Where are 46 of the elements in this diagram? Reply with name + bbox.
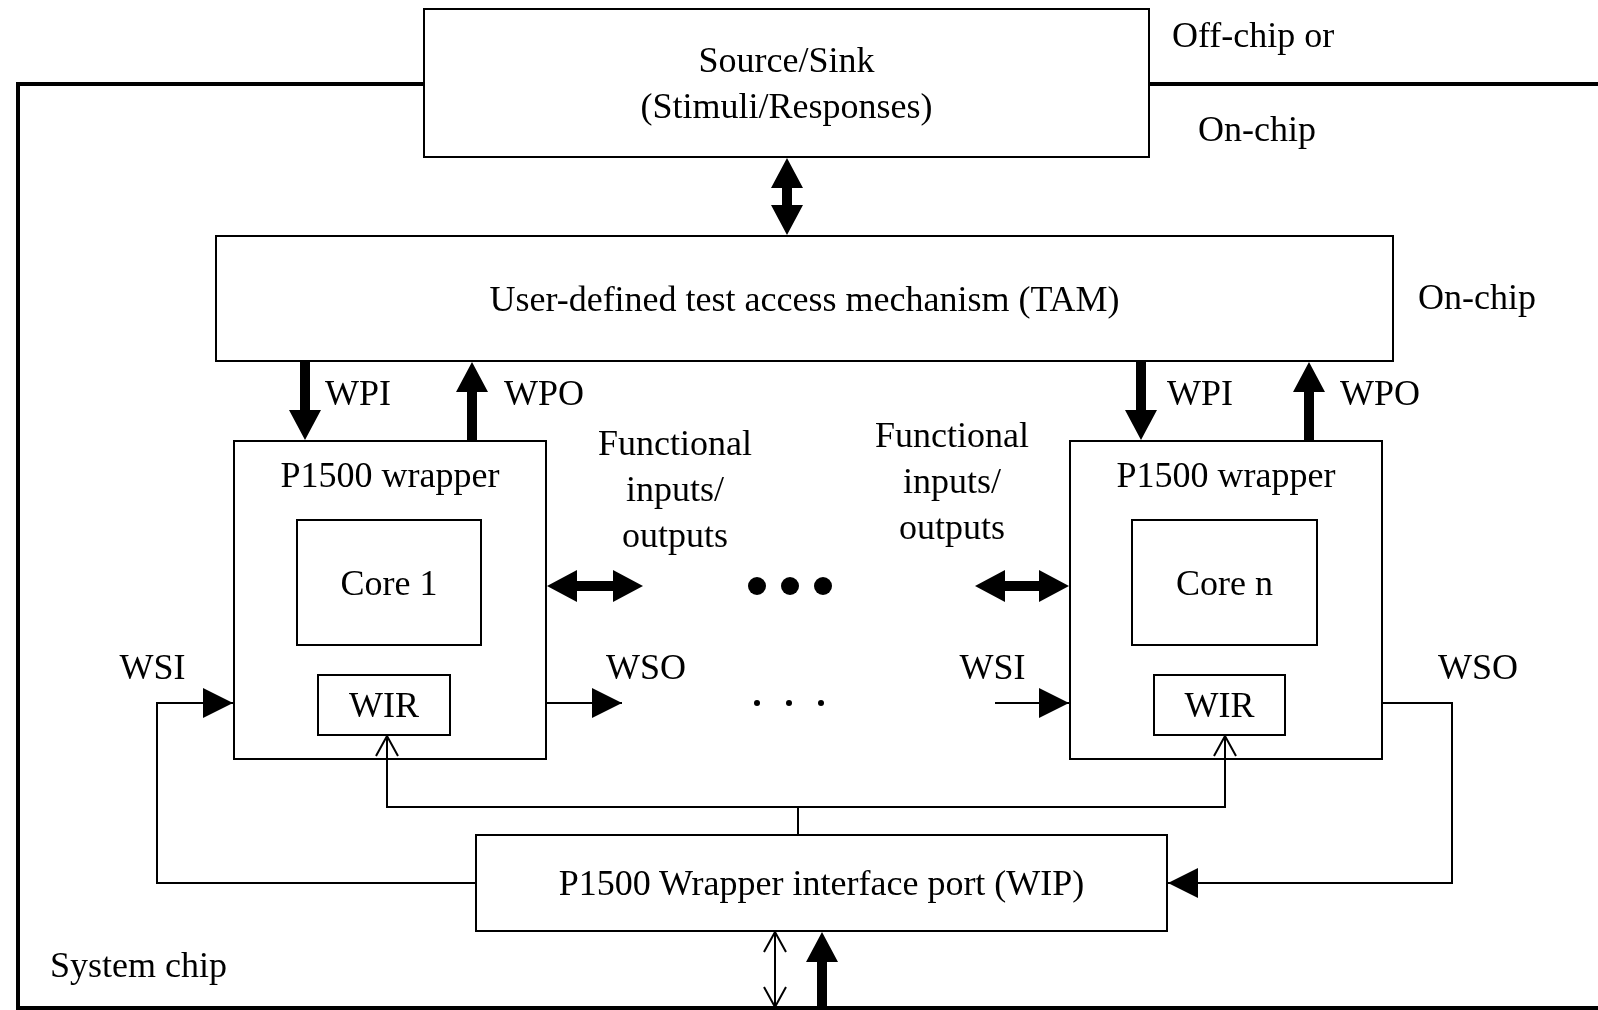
arrow — [1293, 362, 1325, 440]
core-box — [296, 519, 482, 646]
edge-label: Functional inputs/ outputs — [597, 422, 753, 557]
region-label: On-chip — [1198, 108, 1316, 151]
region-label: Off-chip or — [1172, 14, 1335, 57]
edge-label: WSO — [605, 646, 687, 689]
box-label: WIR — [1184, 684, 1255, 727]
arrow — [289, 362, 321, 440]
edge-label: WSO — [1437, 646, 1519, 689]
edge-label: WPO — [503, 372, 585, 415]
arrow — [975, 570, 1069, 602]
box-label: P1500 wrapper — [1116, 454, 1336, 497]
arrow — [771, 158, 803, 235]
arrow — [994, 688, 1070, 718]
arrow — [763, 931, 787, 1008]
arrow — [456, 362, 488, 440]
edge-label: WSI — [958, 646, 1027, 689]
source-sink-box — [423, 8, 1150, 158]
wrapper-box — [1069, 440, 1383, 760]
box-label: P1500 wrapper — [280, 454, 500, 497]
box-label: User-defined test access mechanism (TAM) — [489, 277, 1120, 321]
edge-label: WPI — [1166, 372, 1234, 415]
interface-port-box — [475, 834, 1168, 932]
tam-box — [215, 235, 1394, 362]
core-box — [1131, 519, 1318, 646]
arrow — [1167, 702, 1453, 898]
box-label: P1500 Wrapper interface port (WIP) — [558, 862, 1085, 905]
box-label: Core 1 — [340, 561, 438, 605]
box-label: Core n — [1176, 561, 1273, 605]
box-label: WIR — [349, 684, 419, 727]
edge-label: WSI — [118, 646, 187, 689]
box-label: Source/Sink — [698, 39, 875, 82]
edge-label: Functional inputs/ outputs — [874, 414, 1030, 549]
edge-label: WPI — [324, 372, 392, 415]
edge-label: WPO — [1339, 372, 1421, 415]
arrow — [1125, 362, 1157, 440]
arrow — [546, 688, 623, 718]
register-box — [1153, 674, 1286, 736]
register-box — [317, 674, 451, 736]
box-label: System chip — [50, 944, 227, 987]
wrapper-box — [233, 440, 547, 760]
arrow — [547, 570, 643, 602]
box-label: (Stimuli/Responses) — [640, 85, 933, 128]
arrow — [806, 932, 838, 1007]
region-label: On-chip — [1418, 276, 1536, 319]
arrow — [156, 688, 476, 884]
